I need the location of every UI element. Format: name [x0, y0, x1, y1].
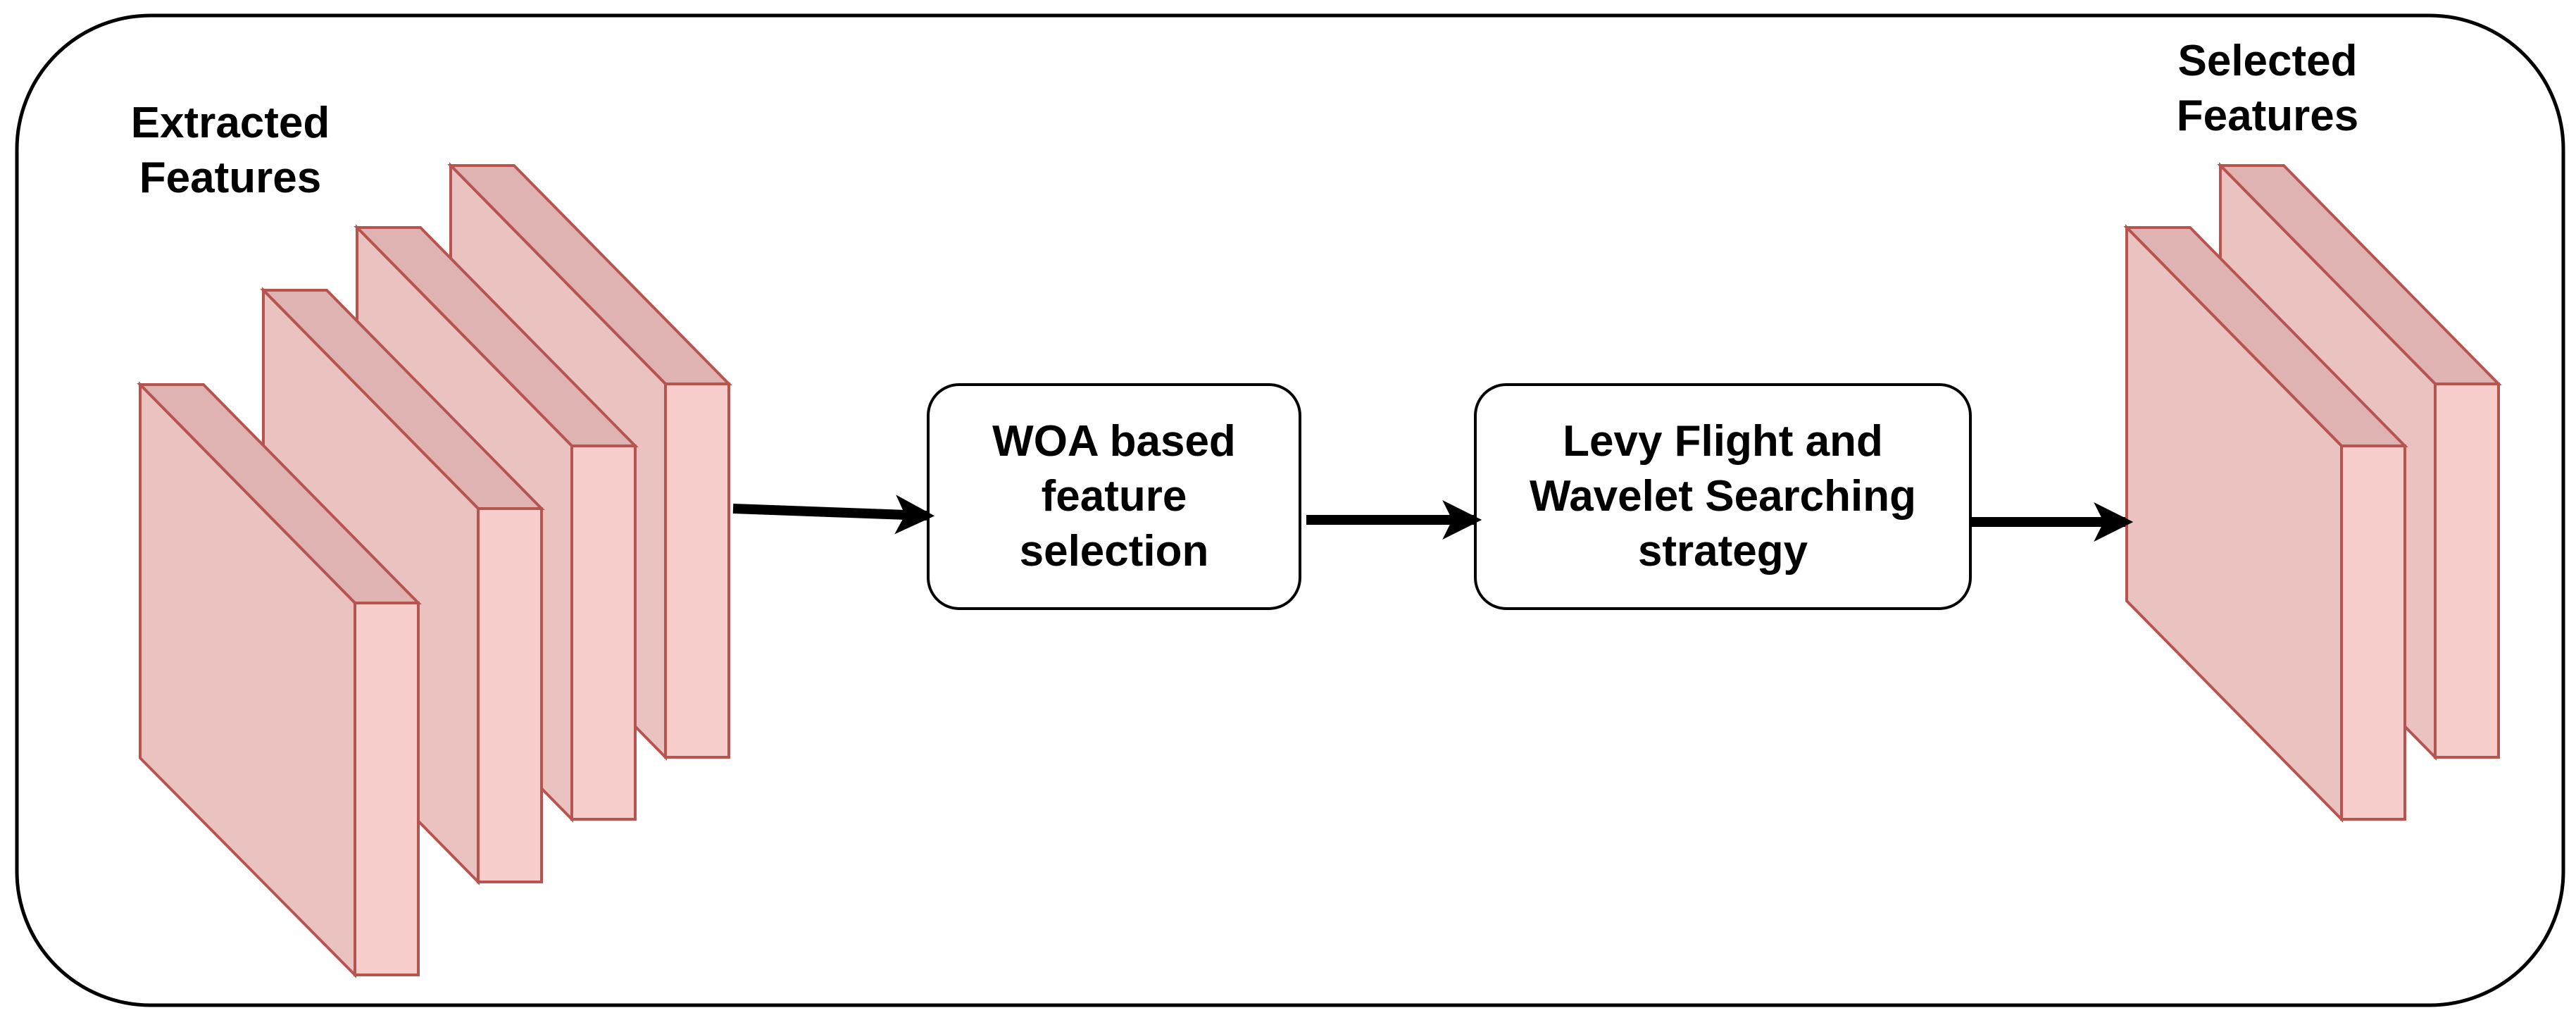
output-feature-stack — [2123, 162, 2502, 823]
input-features-label-line2: Features — [139, 154, 322, 202]
input-features-label-line1: Extracted — [130, 99, 330, 147]
woa-selection-line3: selection — [1019, 527, 1209, 576]
output-features-label-line1: Selected — [2177, 37, 2358, 85]
output-slab-1 — [2123, 224, 2408, 823]
woa-selection-line1: WOA based — [992, 417, 1236, 466]
levy-wavelet-line2: Wavelet Searching — [1529, 472, 1916, 521]
levy-wavelet-line1: Levy Flight and — [1563, 417, 1883, 466]
output-features-label: Selected Features — [2141, 34, 2394, 144]
levy-wavelet-text: Levy Flight and Wavelet Searching strate… — [1475, 385, 1970, 609]
woa-selection-line2: feature — [1041, 472, 1187, 521]
input-feature-stack — [137, 162, 732, 978]
levy-wavelet-line3: strategy — [1637, 527, 1808, 576]
levy-wavelet-box — [1474, 383, 1972, 610]
woa-selection-text: WOA based feature selection — [928, 385, 1300, 609]
input-slab-1 — [137, 381, 422, 978]
input-features-label: Extracted Features — [104, 96, 357, 206]
arrow-input-to-woa — [732, 495, 935, 535]
output-features-label-line2: Features — [2176, 92, 2359, 140]
